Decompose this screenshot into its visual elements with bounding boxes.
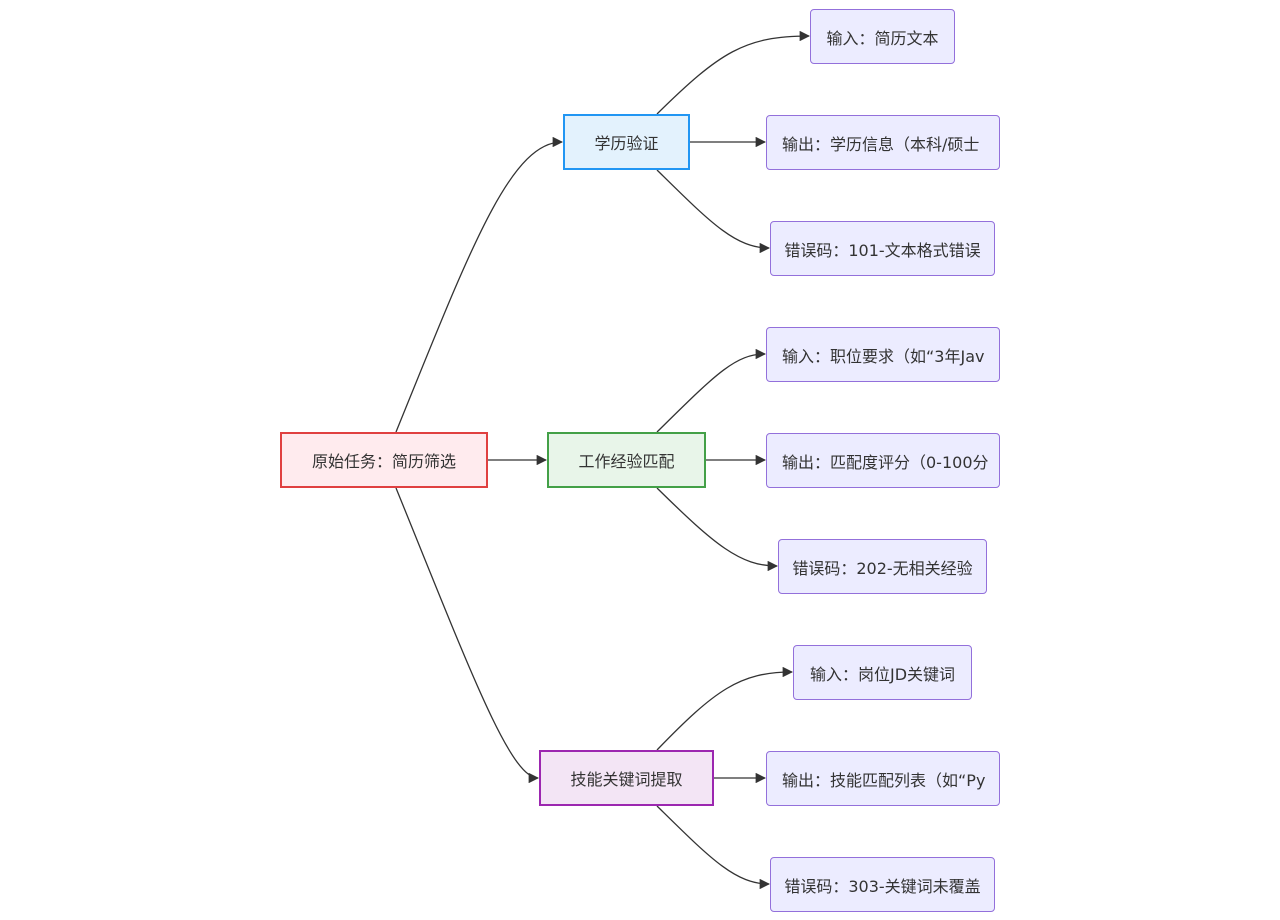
education-error-label: 错误码：101-文本格式错误: [784, 240, 981, 260]
skill-error-label: 错误码：303-关键词未覆盖: [784, 876, 981, 896]
edge-root-education: [395, 136, 564, 433]
education-input-node: 输入：简历文本: [810, 9, 955, 64]
education-output-node: 输出：学历信息（本科/硕士: [766, 115, 1000, 170]
edge-root-skills: [395, 487, 540, 784]
education-verification-label: 学历验证: [594, 134, 659, 153]
work-experience-node: 工作经验匹配: [547, 432, 706, 488]
work-input-label: 输入：职位要求（如“3年Jav: [782, 346, 985, 366]
root-task-label: 原始任务：简历筛选: [311, 452, 456, 471]
education-error-node: 错误码：101-文本格式错误: [770, 221, 995, 276]
skill-output-label: 输出：技能匹配列表（如“Py: [782, 770, 986, 790]
skill-input-label: 输入：岗位JD关键词: [809, 664, 956, 684]
edge-skills-input: [656, 666, 794, 751]
work-error-node: 错误码：202-无相关经验: [778, 539, 987, 594]
skill-error-node: 错误码：303-关键词未覆盖: [770, 857, 995, 912]
skill-keyword-node: 技能关键词提取: [539, 750, 714, 806]
edge-skills-error: [656, 805, 771, 890]
work-error-label: 错误码：202-无相关经验: [792, 558, 973, 578]
education-output-label: 输出：学历信息（本科/硕士: [782, 134, 980, 154]
work-input-node: 输入：职位要求（如“3年Jav: [766, 327, 1000, 382]
skill-output-node: 输出：技能匹配列表（如“Py: [766, 751, 1000, 806]
work-output-label: 输出：匹配度评分（0-100分: [782, 452, 989, 472]
education-input-label: 输入：简历文本: [826, 28, 939, 48]
skill-input-node: 输入：岗位JD关键词: [793, 645, 972, 700]
edge-education-error: [656, 169, 771, 254]
work-experience-label: 工作经验匹配: [578, 452, 675, 471]
edge-work-error: [656, 487, 779, 572]
education-verification-node: 学历验证: [563, 114, 690, 170]
edge-education-input: [656, 30, 811, 115]
skill-keyword-label: 技能关键词提取: [570, 770, 683, 789]
work-output-node: 输出：匹配度评分（0-100分: [766, 433, 1000, 488]
root-task-node: 原始任务：简历筛选: [280, 432, 488, 488]
edge-work-input: [656, 348, 767, 433]
